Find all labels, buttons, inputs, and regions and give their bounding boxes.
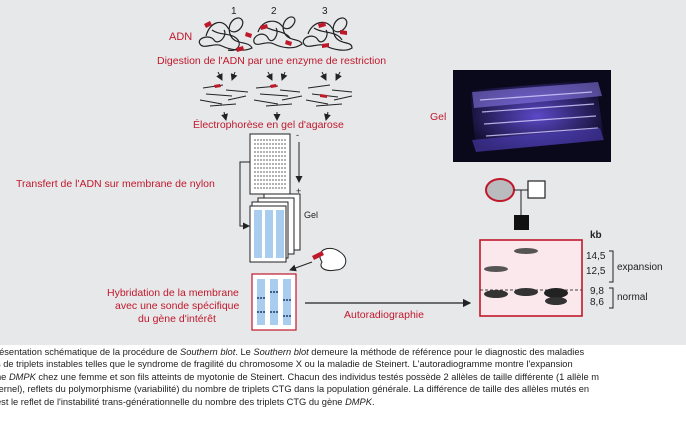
sample-number-1: 1 (231, 6, 237, 17)
step-digestion: Digestion de l'ADN par une enzyme de res… (157, 55, 386, 67)
caption-text: demeure la méthode de référence pour le … (308, 347, 585, 357)
sample-number-3: 3 (322, 6, 328, 17)
probe-icon (312, 247, 347, 271)
step-electrophoresis: Électrophorèse en gel d'agarose (193, 118, 344, 131)
autoradiogram (479, 239, 583, 317)
expansion-bracket (609, 250, 614, 283)
probe-arrow (289, 261, 313, 272)
caption-text: . (371, 396, 375, 407)
caption-line-1: résentation schématique de la procédure … (0, 346, 686, 358)
membrane-stack (249, 193, 301, 263)
caption-italic: DMPK (8, 371, 36, 382)
caption-text: est le reflet de l'instabilité trans-gén… (0, 396, 346, 407)
caption-line-3: ne DMPK chez une femme et son fils attei… (0, 371, 686, 383)
bracket-normal-label: normal (617, 292, 648, 303)
kb-label: kb (590, 230, 602, 241)
caption-italic: Southern blot (253, 347, 309, 357)
dna-tangle-3 (302, 17, 353, 51)
caption-line-2: s de triplets instables telles que le sy… (0, 359, 573, 370)
gel-photo-label: Gel (430, 111, 446, 123)
electrophoresis-arrows (221, 111, 331, 121)
adn-label: ADN (169, 31, 192, 43)
caption-text: chez une femme et son fils atteints de m… (35, 371, 599, 382)
size-marker-12-5: 12,5 (586, 266, 606, 277)
gel-small-label: Gel (304, 210, 318, 220)
size-marker-9-8: 9,8 (590, 286, 604, 297)
caption-italic: DMPK (345, 396, 372, 407)
probe-segments-1 (204, 21, 252, 52)
caption-text: ne (0, 371, 7, 382)
dna-tangle-1 (198, 17, 253, 51)
step-hybridization-1: Hybridation de la membrane (107, 287, 239, 299)
probe-segments-3 (318, 22, 347, 48)
pedigree (485, 178, 546, 230)
agarose-gel (249, 133, 291, 195)
size-marker-8-6: 8,6 (590, 297, 604, 308)
step-autoradiography: Autoradiographie (344, 309, 424, 321)
hybridized-membrane (251, 273, 297, 331)
step-hybridization-3: du gène d'intérêt (138, 313, 216, 325)
dna-tangle-2 (253, 16, 303, 49)
probe-segments-2 (260, 24, 292, 46)
sample-number-2: 2 (271, 6, 277, 17)
dna-fragments (199, 84, 353, 107)
caption-italic: Southern blot (180, 347, 236, 357)
figure-caption: résentation schématique de la procédure … (0, 346, 686, 430)
southern-blot-figure: ADN 1 2 3 Digestion de l'ADN par une enz… (0, 0, 686, 345)
plus-sign: + (296, 186, 301, 196)
diagram-canvas: ADN 1 2 3 Digestion de l'ADN par une enz… (16, 6, 663, 331)
caption-text: résentation schématique de la procédure … (0, 347, 180, 357)
normal-bracket (609, 287, 614, 309)
size-marker-14-5: 14,5 (586, 251, 606, 262)
transfer-arrow (239, 161, 250, 230)
bracket-expansion-label: expansion (617, 262, 663, 273)
caption-line-5: est le reflet de l'instabilité trans-gén… (0, 396, 686, 408)
minus-sign: - (296, 130, 299, 140)
caption-text: . Le (235, 347, 254, 357)
digestion-arrows (216, 71, 342, 81)
step-transfer: Transfert de l'ADN sur membrane de nylon (16, 178, 215, 190)
caption-line-4: ternel), reflets du polymorphisme (varia… (0, 384, 590, 395)
step-hybridization-2: avec une sonde spécifique (115, 300, 239, 312)
gel-photo (453, 70, 611, 162)
